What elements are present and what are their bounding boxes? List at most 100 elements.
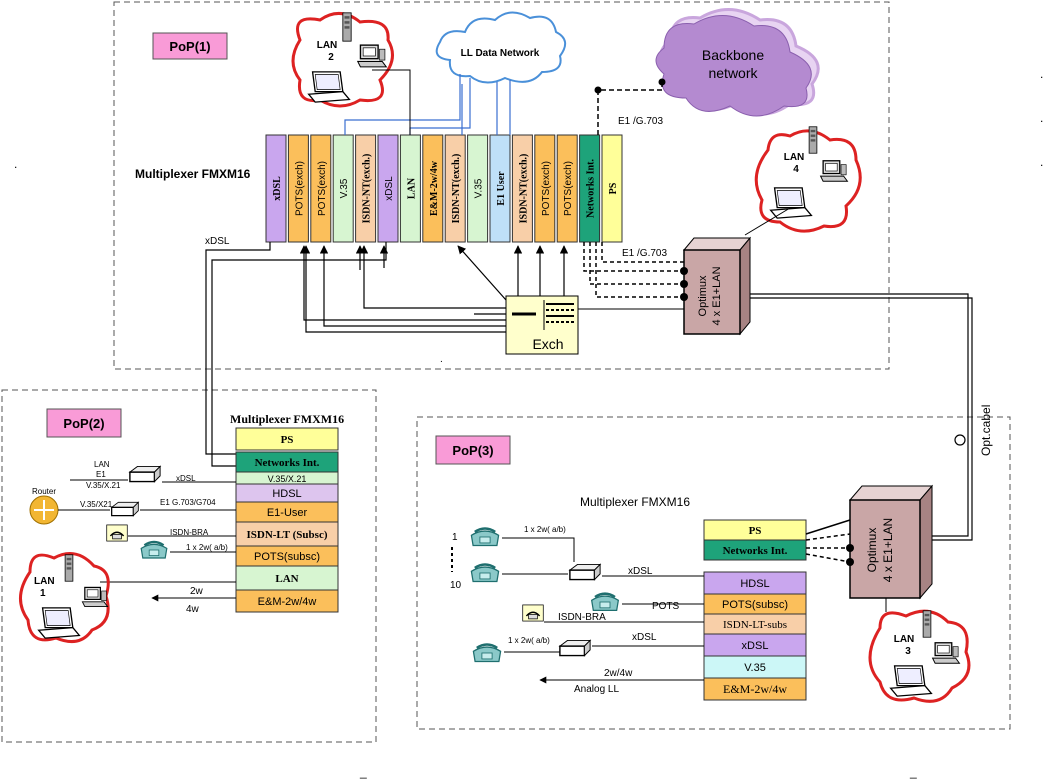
svg-text:ISDN-BRA: ISDN-BRA [170,528,209,537]
svg-text:1: 1 [452,532,458,543]
stray-dot-3: . [1040,67,1043,81]
mux1-card-label: POTS(exch) [294,161,305,216]
svg-text:2w/4w: 2w/4w [604,668,633,679]
pop2-label: PoP(2) [46,408,122,438]
mux3-card-label: POTS(subsc) [722,599,788,611]
svg-text:3: 3 [905,646,911,657]
mux1-card-label: PS [608,182,619,194]
mux1-card-label: ISDN-NT(exch.) [451,154,462,224]
svg-text:POTS: POTS [652,601,680,612]
svg-text:Optimux: Optimux [865,528,879,573]
mux1-card-1 [287,134,309,243]
svg-text:1 x 2w( a/b): 1 x 2w( a/b) [508,636,550,645]
svg-text:PoP(3): PoP(3) [452,443,493,458]
mux2-card-label: E1-User [267,507,308,519]
exchange: Exch [505,295,579,355]
ll-data-network-cloud: LL Data Network [435,11,567,84]
mux3-to-optimux3 [805,519,851,563]
svg-text:2w: 2w [190,586,204,597]
mux3-card-label: E&M-2w/4w [723,682,787,696]
mux1-card-label: LAN [406,177,417,199]
svg-text:1: 1 [40,588,46,599]
xdsl-top-label: xDSL [205,236,230,247]
optimux3: Optimux 4 x E1+LAN [846,484,934,600]
mux1-card-label: ISDN-NT(exch.) [362,154,373,224]
mux3-card-label: HDSL [740,578,769,590]
mux1-card-label: E&M-2w/4w [429,160,440,216]
svg-text:LAN: LAN [317,40,338,51]
svg-text:PoP(1): PoP(1) [169,39,210,54]
mux2-card-label: ISDN-LT (Subsc) [246,529,327,541]
stray-dash-1: _ [359,765,367,779]
stray-dash-2: _ [909,765,917,779]
svg-text:E1: E1 [96,470,106,479]
mux2-card-label: HDSL [272,488,301,500]
mux2-title: Multiplexer FMXM16 [230,412,344,426]
svg-text:xDSL: xDSL [628,566,653,577]
svg-text:Exch: Exch [532,336,563,352]
mux1-card-label: POTS(exch) [317,161,328,216]
backbone-link: E1 /G.703 [594,78,666,135]
svg-text:xDSL: xDSL [176,474,196,483]
mux1-card-4 [355,134,377,243]
svg-text:LAN: LAN [34,576,55,587]
svg-text:PoP(2): PoP(2) [63,416,104,431]
mux1-card-12 [534,134,556,243]
e1-g703-label-b: E1 /G.703 [622,248,667,259]
mux1-card-label: POTS(exch) [563,161,574,216]
svg-text:E1 /G.703: E1 /G.703 [618,116,663,127]
svg-text:ISDN-BRA: ISDN-BRA [558,612,606,623]
mux1-card-label: xDSL [384,176,395,201]
mux1-card-8 [444,134,466,243]
stray-dot-1: . [440,354,443,365]
mux1-card-10 [489,134,511,243]
svg-text:2: 2 [328,52,334,63]
pop2-frame [1,389,377,743]
mux1-card-label: POTS(exch) [541,161,552,216]
mux1-card-0 [265,134,287,243]
stray-dot-5: . [1040,155,1043,169]
mux1-card-11 [511,134,533,243]
svg-text:Backbone: Backbone [702,47,764,63]
mux1-card-label: V.35 [474,178,485,198]
pop1-label: PoP(1) [152,32,228,60]
svg-text:Optimux: Optimux [697,275,709,316]
svg-text:1 x 2w( a/b): 1 x 2w( a/b) [524,525,566,534]
mux1-card-15 [601,134,623,243]
mux3-card-label: PS [749,525,762,537]
mux3-card-label: V.35 [744,662,766,674]
mux3-card-label: Networks Int. [723,545,788,557]
svg-text:Analog LL: Analog LL [574,684,619,695]
svg-text:1 x 2w( a/b): 1 x 2w( a/b) [186,543,228,552]
mux3-card-1 [703,539,807,561]
stray-dot-4: . [1040,111,1043,125]
svg-text:LAN: LAN [894,634,915,645]
mux2-card-0 [235,427,339,451]
mux1-card-label: xDSL [272,176,283,201]
pop3-label: PoP(3) [435,435,511,465]
svg-text:4: 4 [793,164,799,175]
svg-text:E1 G.703/G704: E1 G.703/G704 [160,498,216,507]
backbone-network-cloud: Backbone network [655,8,820,117]
lan4: LAN 4 [744,126,862,236]
pop3-frame [416,416,1011,730]
svg-text:network: network [708,65,758,81]
pop2-devices: LAN E1 V.35/X.21 xDSL Router V.35/X21 E1… [29,460,236,615]
mux1-card-label: V.35 [339,178,350,198]
mux1-to-optimux1 [583,242,684,298]
svg-text:V.35/X21: V.35/X21 [80,500,113,509]
mux2-card-label: LAN [275,573,298,585]
mux2-card-label: PS [281,434,294,446]
optimux1: Optimux 4 x E1+LAN [680,236,752,336]
svg-text:V.35/X.21: V.35/X.21 [86,481,121,490]
mux1-card-label: Networks Int. [586,159,597,218]
pop3-devices: 1 10 1 x 2w( a/b) xDSL POTS ISDN-BRA 1 x… [450,525,704,695]
mux2-card-label: Networks Int. [255,457,320,469]
lan1: LAN 1 [19,552,110,644]
mux2-card-7 [235,565,339,591]
mux2-card-label: V.35/X.21 [268,474,307,484]
svg-text:10: 10 [450,580,462,591]
mux1-card-7 [422,134,444,243]
